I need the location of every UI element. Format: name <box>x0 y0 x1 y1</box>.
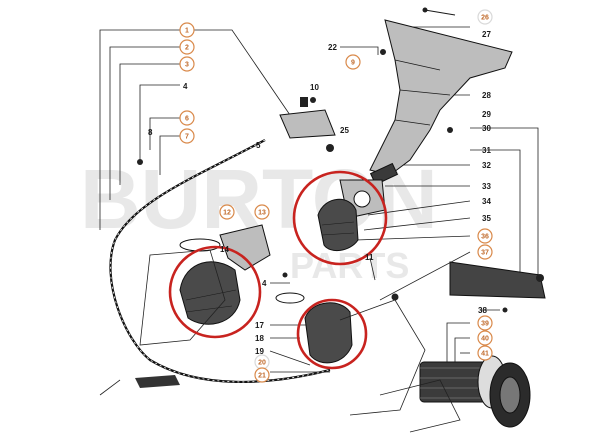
svg-text:40: 40 <box>481 336 489 343</box>
leader-19 <box>269 350 311 366</box>
hose-upper <box>317 198 359 252</box>
label-27: 27 <box>482 30 491 39</box>
leader-lines <box>99 26 539 373</box>
callout-40: 40 <box>477 330 493 346</box>
svg-text:9: 9 <box>351 60 355 67</box>
label-18: 18 <box>255 334 264 343</box>
air-duct <box>369 7 513 186</box>
svg-text:37: 37 <box>481 250 489 257</box>
callout-39: 39 <box>477 315 493 331</box>
svg-text:1: 1 <box>185 28 189 35</box>
engine-outline <box>99 249 461 433</box>
callout-21: 21 <box>254 367 270 383</box>
svg-text:2: 2 <box>185 45 189 52</box>
svg-text:12: 12 <box>223 210 231 217</box>
bracket-plate <box>449 261 546 299</box>
leader-39 <box>446 322 470 370</box>
label-5: 5 <box>256 141 261 150</box>
label-17: 17 <box>255 321 264 330</box>
leader-22 <box>340 46 379 55</box>
leader-31 <box>470 149 521 275</box>
leader-6 <box>149 117 180 150</box>
highlight-circle-left <box>168 245 262 339</box>
callout-3: 3 <box>179 56 195 72</box>
callout-9: 9 <box>345 54 361 70</box>
label-19: 19 <box>255 347 264 356</box>
callout-2: 2 <box>179 39 195 55</box>
callout-1: 1 <box>179 22 195 38</box>
leader-11 <box>369 257 376 281</box>
part-labels: 4 4 5 8 10 11 14 17 18 19 22 25 27 28 29… <box>148 30 491 356</box>
callout-7: 7 <box>179 128 195 144</box>
svg-text:6: 6 <box>185 116 189 123</box>
leader-4 <box>139 84 180 160</box>
highlight-circles <box>168 170 388 370</box>
svg-text:21: 21 <box>258 373 266 380</box>
label-38: 38 <box>478 306 487 315</box>
label-22: 22 <box>328 43 337 52</box>
hose-lower <box>275 292 353 364</box>
leader-37 <box>379 251 471 301</box>
svg-text:7: 7 <box>185 134 189 141</box>
label-30: 30 <box>482 124 491 133</box>
label-11: 11 <box>365 253 374 262</box>
air-filter <box>419 355 531 428</box>
label-10: 10 <box>310 83 319 92</box>
label-29: 29 <box>482 110 491 119</box>
label-34: 34 <box>482 197 491 206</box>
hose-left <box>179 224 271 325</box>
label-28: 28 <box>482 91 491 100</box>
callout-12: 12 <box>219 204 235 220</box>
leader-3 <box>119 63 180 185</box>
svg-text:13: 13 <box>258 210 266 217</box>
callout-13: 13 <box>254 204 270 220</box>
leader-36 <box>355 235 471 241</box>
label-14: 14 <box>220 245 229 254</box>
linkage-assembly <box>279 97 336 152</box>
leader-1b <box>180 29 291 116</box>
highlight-circle-lower <box>296 298 368 370</box>
label-4b: 4 <box>262 279 267 288</box>
svg-text:26: 26 <box>481 15 489 22</box>
svg-text:20: 20 <box>258 360 266 367</box>
svg-text:41: 41 <box>481 351 489 358</box>
callout-36: 36 <box>477 228 493 244</box>
leader-40 <box>454 337 470 370</box>
leader-30 <box>470 127 539 275</box>
label-33: 33 <box>482 182 491 191</box>
highlight-circle-upper <box>292 170 388 266</box>
label-32: 32 <box>482 161 491 170</box>
label-35: 35 <box>482 214 491 223</box>
leader-7 <box>159 135 180 175</box>
leader-1 <box>99 29 180 230</box>
callout-20: 20 <box>254 354 270 370</box>
label-31: 31 <box>482 146 491 155</box>
svg-text:3: 3 <box>185 62 189 69</box>
label-8: 8 <box>148 128 153 137</box>
fasteners <box>137 49 508 313</box>
leader-35 <box>363 217 471 231</box>
leader-2 <box>109 46 180 200</box>
label-4a: 4 <box>183 82 188 91</box>
callout-37: 37 <box>477 244 493 260</box>
svg-text:39: 39 <box>481 321 489 328</box>
callout-6: 6 <box>179 110 195 126</box>
svg-text:36: 36 <box>481 234 489 241</box>
cable <box>109 139 331 388</box>
callout-41: 41 <box>477 345 493 361</box>
callouts: 1 2 3 6 7 9 12 13 20 21 26 36 37 39 40 4… <box>179 9 493 383</box>
label-25: 25 <box>340 126 349 135</box>
callout-26: 26 <box>477 9 493 25</box>
